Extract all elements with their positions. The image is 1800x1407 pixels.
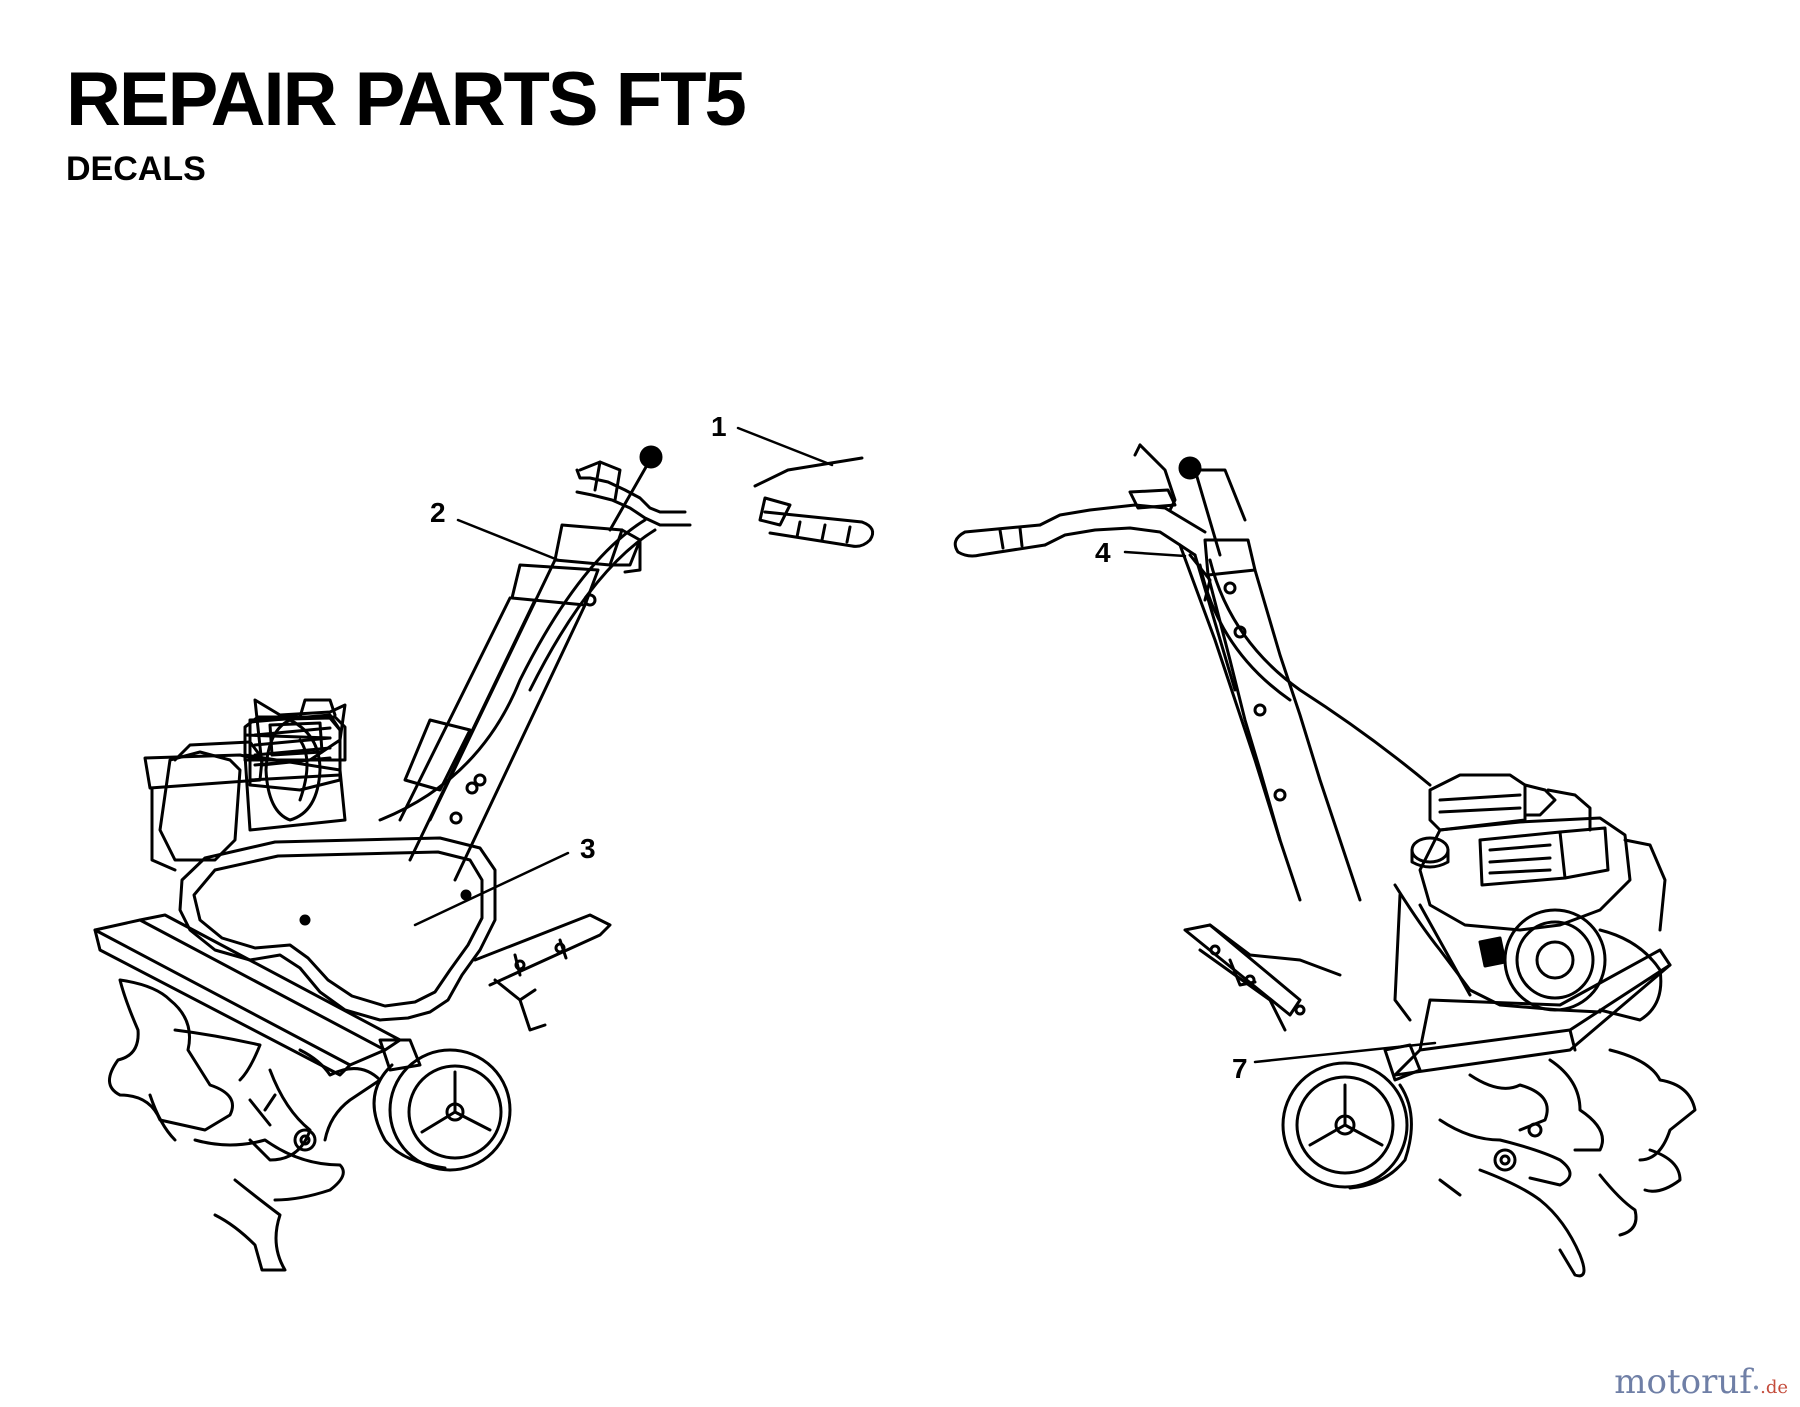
callout-7-leader bbox=[1253, 1041, 1437, 1064]
callout-3-leader bbox=[413, 851, 570, 927]
section-subtitle: DECALS bbox=[66, 150, 206, 188]
callout-1-leader bbox=[736, 426, 834, 467]
callout-4: 4 bbox=[1095, 537, 1111, 568]
callout-4-leader bbox=[1123, 550, 1187, 558]
callout-3: 3 bbox=[580, 833, 596, 864]
left-tiller-illustration bbox=[93, 445, 875, 1272]
watermark-logo: motoruf•.de bbox=[1614, 1365, 1788, 1399]
callout-1: 1 bbox=[711, 411, 727, 442]
callout-7: 7 bbox=[1232, 1053, 1248, 1084]
watermark-name: motoruf bbox=[1614, 1362, 1752, 1402]
page-title: REPAIR PARTS FT5 bbox=[66, 57, 747, 142]
watermark-tld: .de bbox=[1760, 1377, 1788, 1398]
callout-2: 2 bbox=[430, 497, 446, 528]
callout-2-leader bbox=[456, 518, 560, 562]
watermark-dot: • bbox=[1751, 1381, 1761, 1397]
right-tiller-illustration bbox=[953, 443, 1697, 1278]
